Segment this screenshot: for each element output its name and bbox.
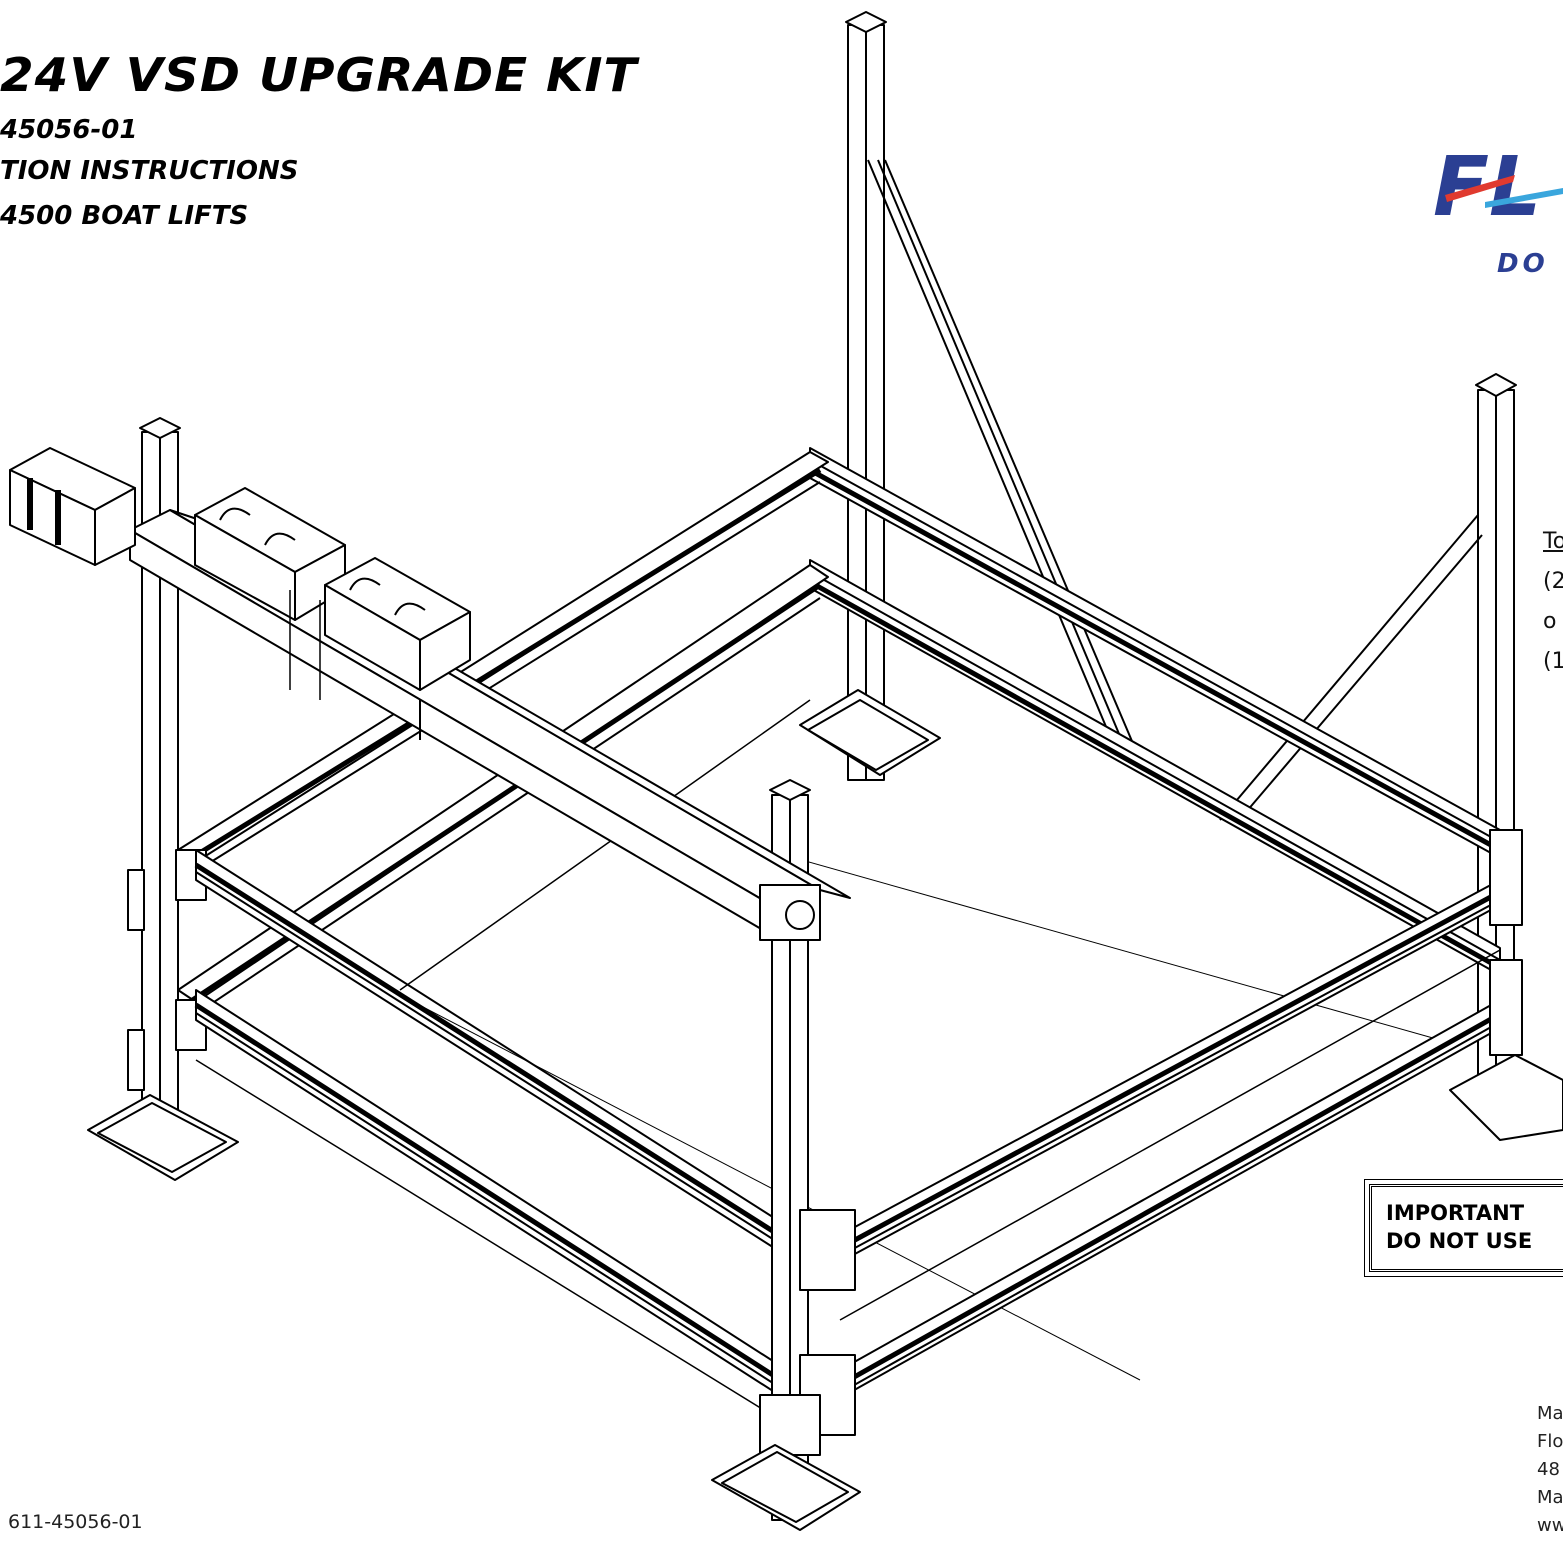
subtitle-line-2: TION INSTRUCTIONS xyxy=(0,156,299,186)
side-note-line-3: o xyxy=(1543,609,1557,634)
side-note: To (2 o (1 xyxy=(1543,522,1563,682)
important-line-2: DO NOT USE xyxy=(1386,1229,1533,1253)
foot-back-left xyxy=(799,689,941,776)
foot-right xyxy=(1449,1054,1563,1141)
battery-box-1 xyxy=(194,487,346,621)
frame-lower-front-rail xyxy=(194,989,792,1403)
post-back-left xyxy=(845,11,887,781)
side-note-line-4: (1 xyxy=(1543,649,1563,674)
battery-box-2 xyxy=(324,557,471,691)
brand-logo: FL DO xyxy=(1433,140,1563,279)
brace-back xyxy=(867,159,1141,761)
foot-front xyxy=(711,1444,861,1531)
address-line-5: ww xyxy=(1537,1515,1563,1536)
frame-upper-back-rail xyxy=(808,447,1502,859)
frame-lower-right-rail xyxy=(838,999,1502,1399)
motor-housing xyxy=(9,447,136,566)
address-line-4: Ma xyxy=(1537,1487,1563,1508)
foot-left xyxy=(87,1094,239,1181)
address-block: Ma Flo 48 Ma ww xyxy=(1537,1400,1563,1540)
address-line-3: 48 xyxy=(1537,1459,1560,1480)
logo-subtext: DO xyxy=(1497,249,1549,279)
frame-lower-back-rail xyxy=(808,559,1502,976)
important-line-1: IMPORTANT xyxy=(1386,1201,1525,1225)
address-line-2: Flo xyxy=(1537,1431,1563,1452)
brace-right xyxy=(1219,514,1483,826)
subtitle-line-1: 45056-01 xyxy=(0,115,138,145)
footer-part-number: 611-45056-01 xyxy=(8,1511,143,1533)
side-note-line-1: To xyxy=(1543,529,1563,554)
document-title: 24V VSD UPGRADE KIT xyxy=(0,48,638,102)
frame-upper-left-rail xyxy=(177,451,829,876)
subtitle-line-3: 4500 BOAT LIFTS xyxy=(0,201,249,231)
frame-upper-front-rail xyxy=(194,849,792,1259)
important-notice: IMPORTANT DO NOT USE xyxy=(1364,1179,1563,1277)
address-line-1: Ma xyxy=(1537,1403,1563,1424)
side-note-line-2: (2 xyxy=(1543,569,1563,594)
